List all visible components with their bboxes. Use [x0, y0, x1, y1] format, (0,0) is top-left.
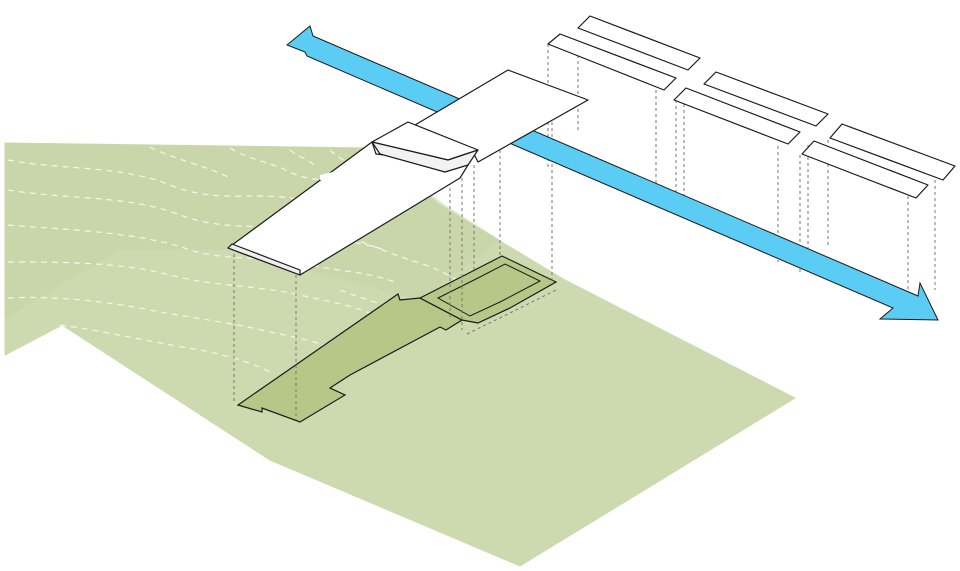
footprint-main — [236, 293, 464, 423]
contour-line — [7, 296, 341, 353]
footprint-annex-inner — [436, 263, 542, 317]
contour-line — [7, 224, 396, 283]
roof-slab — [829, 123, 956, 181]
building-footprint — [236, 255, 558, 423]
contour-line — [149, 146, 231, 179]
roof-slab — [801, 140, 929, 199]
canopy-front — [371, 141, 479, 173]
roof-slab — [703, 71, 829, 127]
contour-line — [7, 261, 381, 319]
building-main-side — [227, 243, 301, 276]
flow-arrow-shape — [286, 25, 939, 321]
flow-arrow — [286, 25, 939, 321]
roof-slab — [577, 15, 701, 71]
contour-line — [59, 324, 271, 373]
building — [227, 69, 589, 276]
roof-slab — [547, 33, 677, 91]
roof-slab — [673, 87, 801, 145]
canopy-shadow — [320, 168, 350, 180]
contour-line — [7, 159, 373, 221]
contour-line — [289, 149, 319, 169]
roof-slabs — [547, 15, 956, 199]
projection-line — [466, 289, 557, 335]
